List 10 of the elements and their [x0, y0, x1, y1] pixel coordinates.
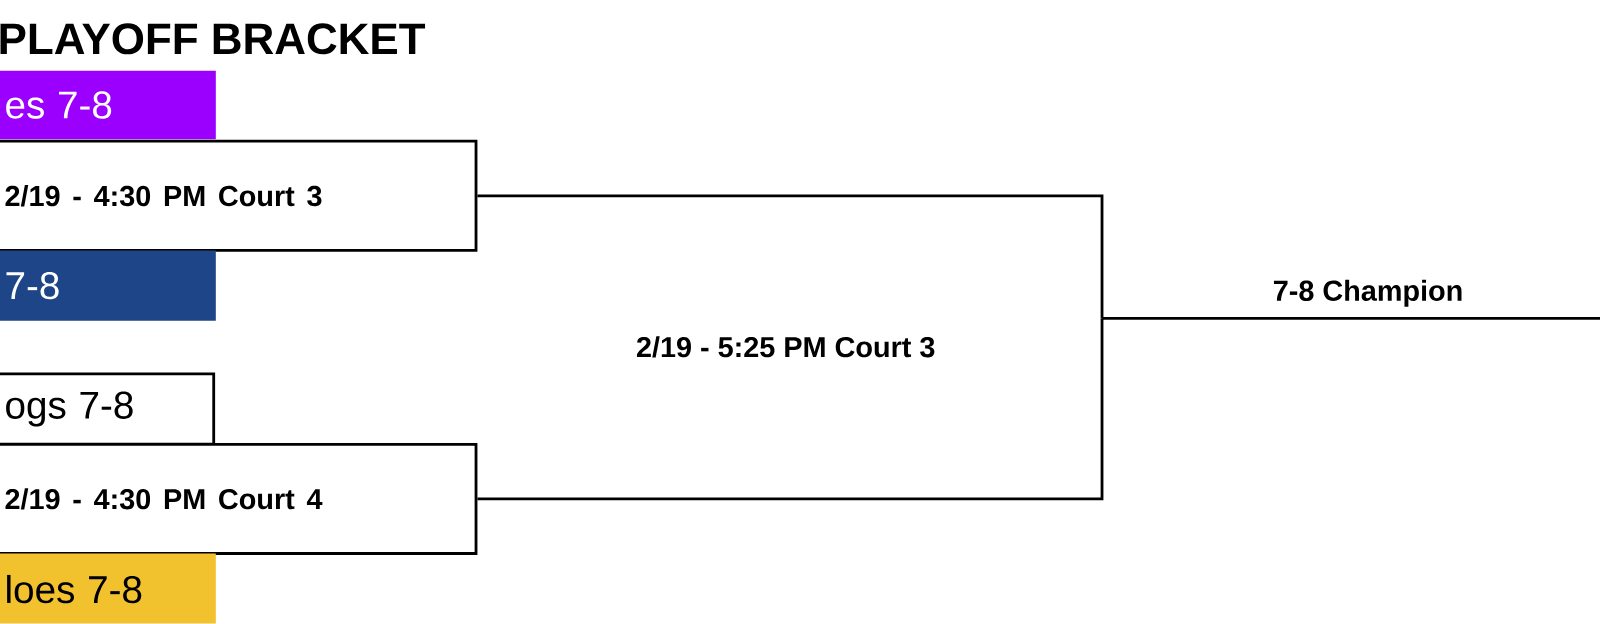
bracket-line	[477, 194, 1104, 319]
title: PLAYOFF BRACKET	[0, 23, 426, 55]
team-box: ogs 7-8	[0, 372, 216, 446]
bracket-line	[477, 318, 1104, 501]
team-box: es 7-8	[0, 71, 216, 140]
game-label: 2/19 - 5:25 PM Court 3	[636, 336, 935, 358]
champion-line: 7-8 Champion	[1102, 280, 1600, 321]
team-box: 7-8	[0, 250, 216, 322]
game-box: 2/19 - 4:30 PM Court 3	[0, 140, 478, 253]
team-box: loes 7-8	[0, 553, 216, 624]
